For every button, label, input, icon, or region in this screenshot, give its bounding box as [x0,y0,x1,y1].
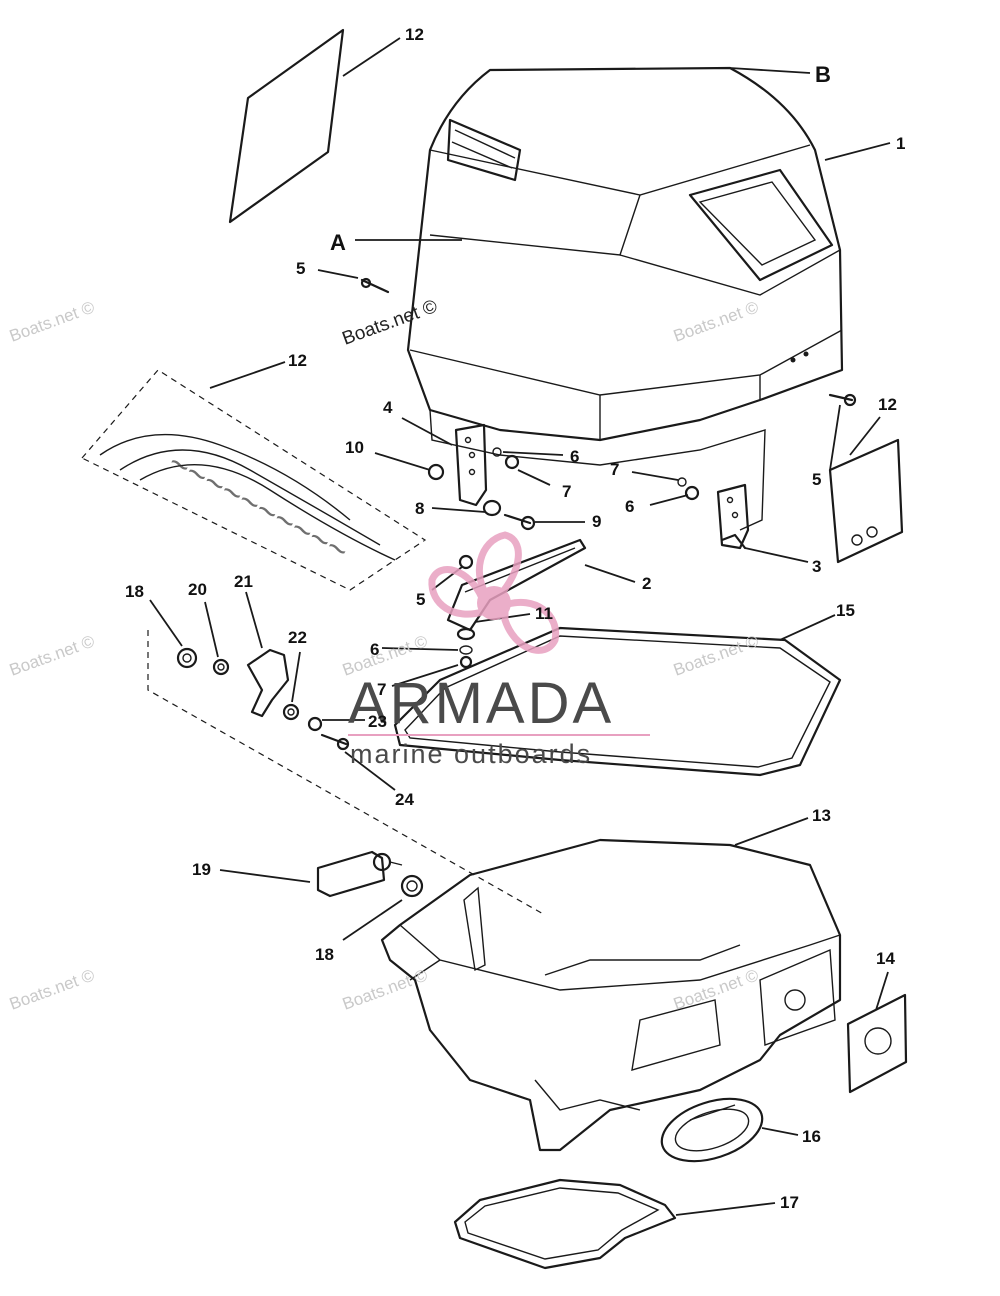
callout-b: B [815,62,831,87]
callout-21: 21 [234,572,253,591]
callout-23: 23 [368,712,387,731]
callout-7: 7 [377,680,386,699]
callout-5: 5 [416,590,425,609]
callout-6: 6 [570,447,579,466]
callout-a: A [330,230,346,255]
callout-13: 13 [812,806,831,825]
callout-12: 12 [878,395,897,414]
callout-2: 2 [642,574,651,593]
watermark-text: Boats.net © [671,631,762,679]
top-cowl [406,66,844,531]
callout-17: 17 [780,1193,799,1212]
callout-10: 10 [345,438,364,457]
callout-24: 24 [395,790,414,809]
bracket-3 [716,483,750,550]
gasket-17 [453,1178,677,1270]
hardware-nuts-washers [427,447,700,669]
decal-sheet-top [228,28,345,224]
callout-labels: 12 B 1 A 5 12 12 4 10 6 7 5 7 6 8 9 3 2 … [125,25,905,1212]
watermark-text: Boats.net © [7,965,98,1013]
handle-19 [316,850,403,898]
callout-6: 6 [625,497,634,516]
grommet-18-lower [400,874,424,898]
screw-5-upper [360,277,390,294]
decal-large-left: ~~~~~~~~~~ [81,369,427,591]
callout-12: 12 [288,351,307,370]
lower-cowl-13 [380,838,842,1152]
plate-14 [846,993,908,1094]
svg-text:~~~~~~~~~~: ~~~~~~~~~~ [161,444,354,571]
grommet-16 [660,1097,764,1163]
callout-5: 5 [296,259,305,278]
leader-lines [149,37,891,1216]
logo-name: ARMADA [348,671,614,736]
callout-22: 22 [288,628,307,647]
callout-7: 7 [562,482,571,501]
callout-14: 14 [876,949,895,968]
callout-5: 5 [812,470,821,489]
callout-12: 12 [405,25,424,44]
left-latch-group [147,630,546,916]
callout-8: 8 [415,499,424,518]
callout-3: 3 [812,557,821,576]
callout-4: 4 [383,398,393,417]
watermark-text: Boats.net © [7,297,98,345]
bracket-4 [454,423,488,507]
callout-19: 19 [192,860,211,879]
callout-18: 18 [315,945,334,964]
callout-9: 9 [592,512,601,531]
callout-20: 20 [188,580,207,599]
callout-18: 18 [125,582,144,601]
callout-7: 7 [610,460,619,479]
watermark-text: Boats.net © [671,297,762,345]
propeller-icon [428,531,560,654]
armada-logo: ARMADA marine outboards [348,531,650,769]
screw-5-right [828,393,857,407]
decal-sheet-right [828,438,904,564]
callout-6: 6 [370,640,379,659]
watermark-text-dark: Boats.net © [340,296,441,350]
callout-16: 16 [802,1127,821,1146]
callout-15: 15 [836,601,855,620]
logo-tagline: marine outboards [350,739,592,769]
cowl-seal-15 [393,626,842,777]
callout-11: 11 [535,604,553,623]
watermark-text: Boats.net © [7,631,98,679]
callout-1: 1 [896,134,905,153]
